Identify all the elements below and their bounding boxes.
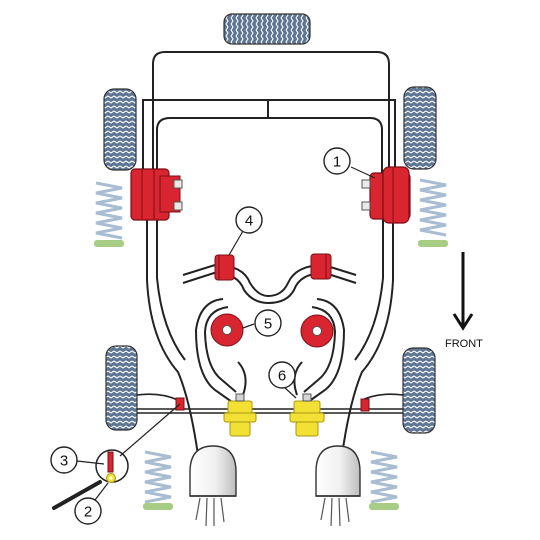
bushing-5-left — [210, 313, 244, 347]
callout-5: 5 — [254, 309, 282, 337]
front-label: FRONT — [445, 338, 483, 350]
wheel-lower-left — [105, 345, 138, 431]
spring-upper-left — [94, 181, 124, 247]
svg-text:4: 4 — [245, 213, 253, 230]
bushing-4-left — [214, 254, 235, 281]
callout-leaders — [76, 166, 376, 501]
wheel-upper-left — [103, 88, 137, 171]
callout-6: 6 — [268, 361, 296, 389]
front-direction-arrow-icon — [452, 252, 474, 331]
rear-hub-right — [315, 445, 361, 527]
bushing-6-left — [223, 393, 257, 437]
callout-2: 2 — [74, 497, 102, 525]
svg-text:1: 1 — [333, 154, 341, 171]
spring-upper-right — [418, 178, 448, 247]
svg-text:5: 5 — [264, 316, 272, 333]
callout-4: 4 — [235, 206, 263, 234]
crossmember — [182, 263, 357, 305]
chassis-frame — [142, 51, 396, 456]
spring-lower-left — [143, 450, 173, 510]
spring-lower-right — [369, 450, 399, 510]
svg-text:2: 2 — [84, 504, 92, 521]
axle-bush-right — [360, 398, 370, 412]
wheel-upper-right — [403, 86, 437, 170]
bushing-1-right — [361, 166, 411, 224]
bushing-1-left — [130, 168, 183, 221]
bushing-5-right — [300, 314, 334, 348]
svg-text:3: 3 — [60, 453, 68, 470]
callout-1: 1 — [323, 147, 351, 175]
wheel-lower-right — [402, 347, 436, 434]
bushing-6-right — [289, 393, 325, 437]
spare-tyre — [223, 13, 311, 45]
detail-inset — [52, 403, 181, 510]
bushing-4-right — [310, 253, 332, 280]
rear-hub-left — [189, 445, 237, 527]
callout-3: 3 — [50, 446, 78, 474]
svg-text:6: 6 — [278, 368, 286, 385]
